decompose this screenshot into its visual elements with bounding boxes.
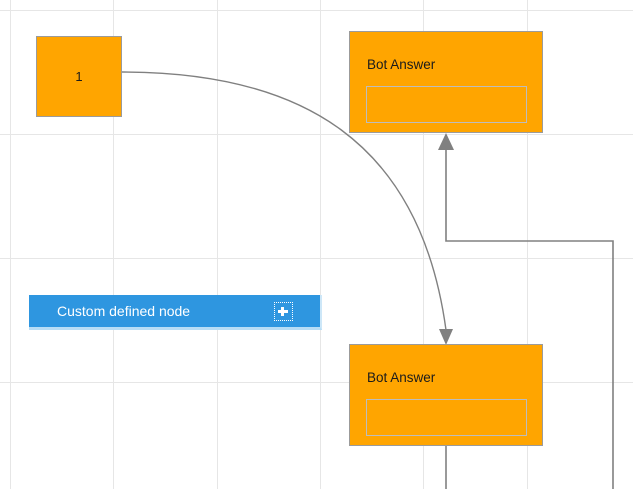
plus-icon[interactable] — [274, 301, 293, 321]
custom-defined-node-label: Custom defined node — [57, 303, 191, 319]
bot-answer-node-top[interactable]: Bot Answer — [349, 31, 543, 133]
plus-icon-vertical — [281, 306, 284, 316]
start-node[interactable]: 1 — [36, 36, 122, 117]
bot-answer-title: Bot Answer — [367, 57, 436, 72]
bot-answer-slot[interactable] — [366, 86, 527, 123]
bot-answer-title: Bot Answer — [367, 370, 436, 385]
bot-answer-node-bottom[interactable]: Bot Answer — [349, 344, 543, 446]
custom-defined-node-bar[interactable]: Custom defined node — [29, 295, 322, 330]
start-node-label: 1 — [75, 69, 83, 84]
bot-answer-slot[interactable] — [366, 399, 527, 436]
